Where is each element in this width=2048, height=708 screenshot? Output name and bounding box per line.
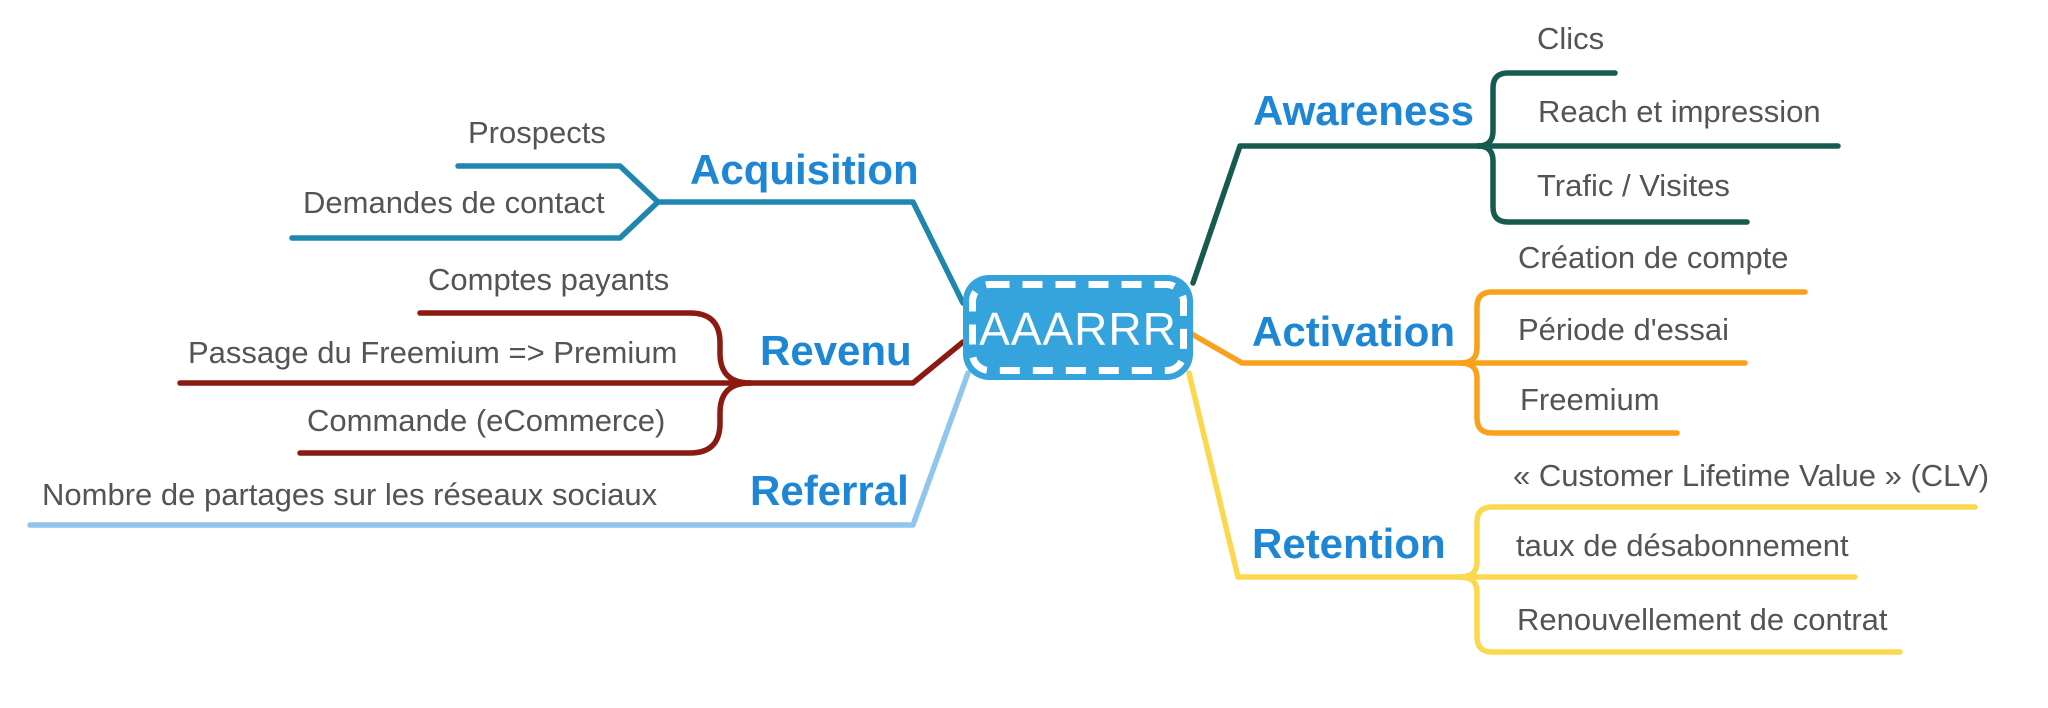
center-node-label[interactable]: AAARRR [979,303,1177,355]
child-label-customer-lifetime-value[interactable]: « Customer Lifetime Value » (CLV) [1513,458,1989,493]
child-label-prospects[interactable]: Prospects [468,115,606,150]
branch-activation: Création de compte Période d'essai Freem… [1187,240,1808,436]
connector-awareness-trunk [1190,143,1841,286]
branch-label-activation[interactable]: Activation [1252,308,1455,355]
branch-awareness: Clics Reach et impression Trafic / Visit… [1190,21,1841,286]
child-label-periode-dessai[interactable]: Période d'essai [1518,312,1729,347]
connector-activation-child-freemium [1457,360,1680,436]
connector-revenu-child-comptes [417,310,753,386]
child-label-reach-et-impression[interactable]: Reach et impression [1538,94,1821,129]
branch-revenu: Comptes payants Passage du Freemium => P… [177,262,966,456]
connector-activation-trunk [1187,330,1748,366]
child-label-clics[interactable]: Clics [1537,21,1604,56]
branch-acquisition: Prospects Demandes de contact Acquisitio… [289,115,966,306]
branch-label-referral[interactable]: Referral [750,467,909,514]
connector-awareness-child-trafic [1475,143,1750,225]
connector-revenu-child-commande [297,380,753,456]
child-label-taux-de-desabonnement[interactable]: taux de désabonnement [1516,528,1849,563]
branch-label-acquisition[interactable]: Acquisition [690,146,919,193]
child-label-commande-ecommerce[interactable]: Commande (eCommerce) [307,403,665,438]
connector-acquisition-trunk [655,199,966,306]
connector-awareness-child-clics [1475,70,1618,149]
child-label-demandes-de-contact[interactable]: Demandes de contact [303,185,605,220]
branch-label-awareness[interactable]: Awareness [1253,87,1474,134]
branch-label-retention[interactable]: Retention [1252,520,1446,567]
connector-activation-child-creation [1457,289,1808,366]
child-label-passage-freemium-premium[interactable]: Passage du Freemium => Premium [188,335,677,370]
connector-referral-trunk [27,370,971,528]
child-label-freemium[interactable]: Freemium [1520,382,1660,417]
child-label-trafic-visites[interactable]: Trafic / Visites [1537,168,1730,203]
center-node[interactable]: AAARRR [963,275,1193,380]
child-label-nombre-de-partages[interactable]: Nombre de partages sur les réseaux socia… [42,477,658,512]
branch-retention: « Customer Lifetime Value » (CLV) taux d… [1186,370,1989,655]
connector-revenu-trunk [177,339,966,386]
child-label-renouvellement-de-contrat[interactable]: Renouvellement de contrat [1517,602,1888,637]
connector-acquisition-child-prospects [455,163,661,205]
child-label-creation-de-compte[interactable]: Création de compte [1518,240,1789,275]
connector-retention-child-renouvellement [1457,574,1903,655]
center-node-box[interactable] [963,275,1193,380]
child-label-comptes-payants[interactable]: Comptes payants [428,262,669,297]
connector-retention-child-clv [1457,504,1978,580]
connector-retention-trunk [1186,370,1858,580]
branch-label-revenu[interactable]: Revenu [760,327,912,374]
connector-acquisition-child-demandes [289,199,661,241]
center-node-dashed-border [969,281,1187,374]
branch-referral: Nombre de partages sur les réseaux socia… [27,370,971,528]
